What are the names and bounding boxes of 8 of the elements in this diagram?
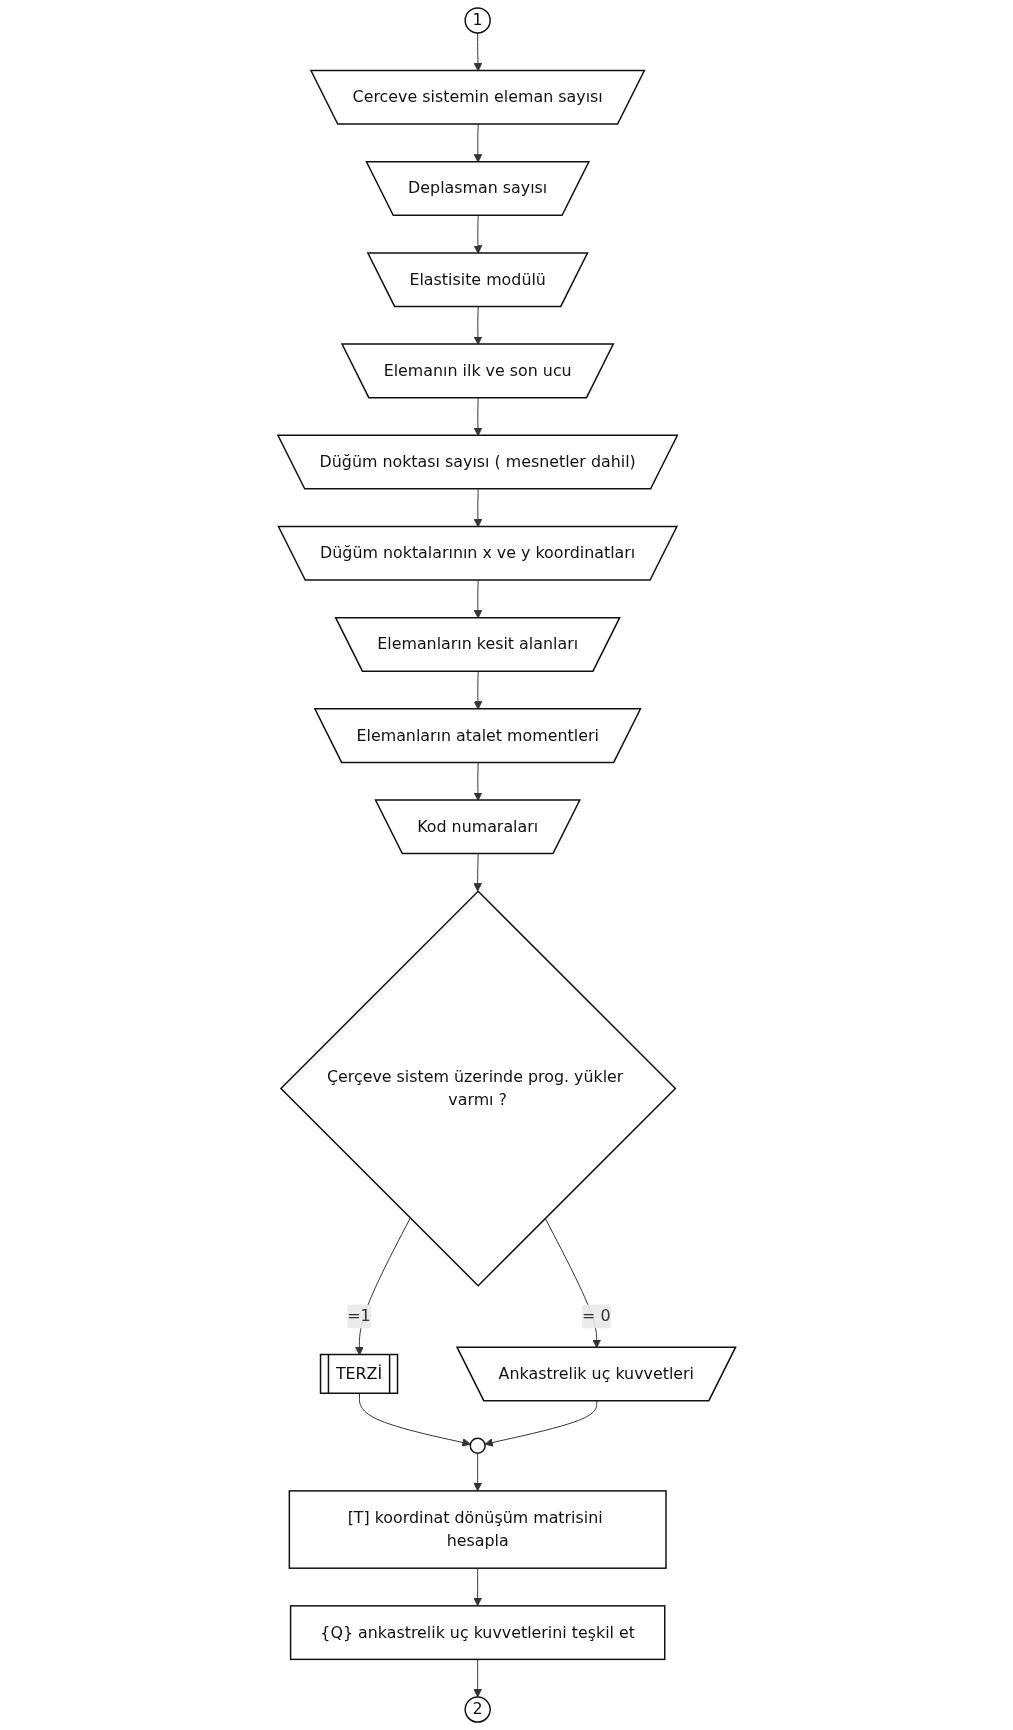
edge-label: = 0 [581, 1306, 611, 1326]
node-diamond: Çerçeve sistem üzerinde prog. yükler varmı ? [279, 890, 677, 1287]
node-circle: 2 [464, 1696, 491, 1723]
edge-label: =1 [347, 1306, 371, 1326]
node-circle [469, 1437, 486, 1454]
node-circle: 1 [464, 7, 491, 34]
node-box: {Q} ankastrelik uç kuvvetlerini teşkil et [289, 1605, 666, 1661]
node-box: [T] koordinat dönüşüm matrisini hesapla [288, 1490, 667, 1569]
